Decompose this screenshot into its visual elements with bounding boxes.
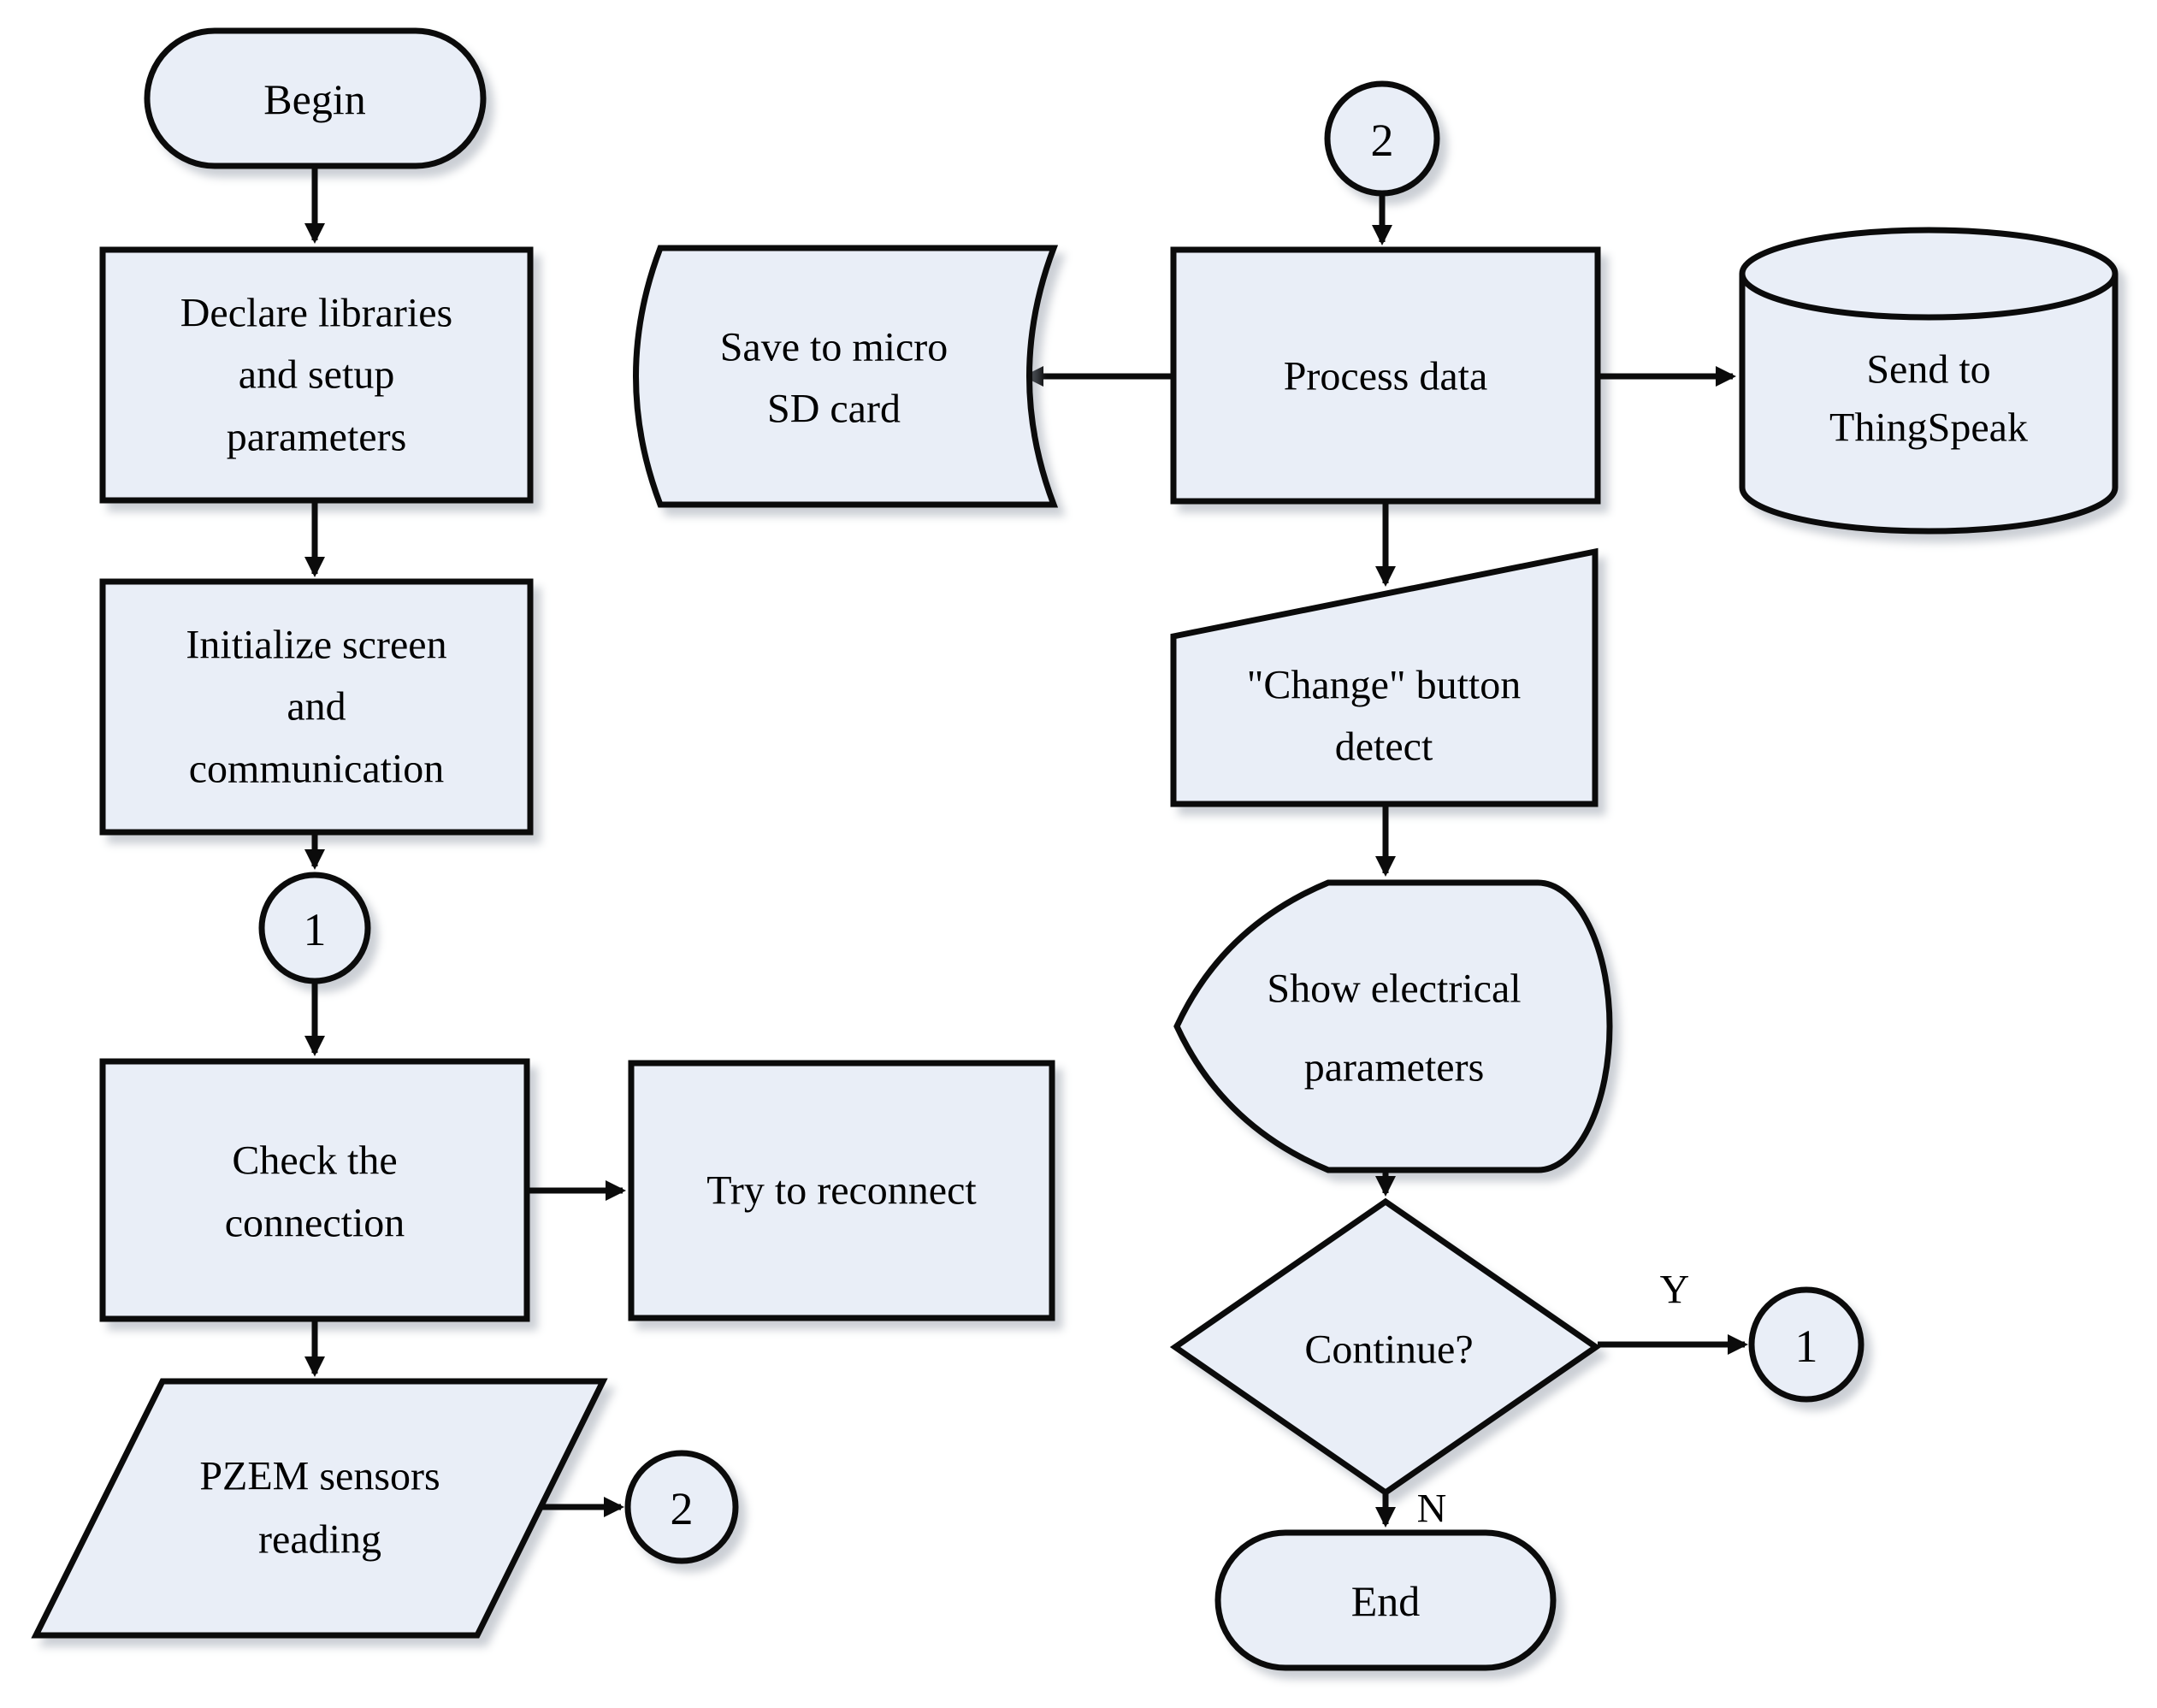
- node-show-parameters: [1173, 879, 1613, 1173]
- reconnect-line-1: Try to reconnect: [706, 1168, 977, 1214]
- connector-1-left-label: 1: [304, 904, 327, 955]
- save-sd-line-2: SD card: [767, 387, 901, 432]
- show-params-line-2: parameters: [1304, 1045, 1485, 1090]
- connector-1-right-label: 1: [1795, 1321, 1818, 1372]
- connector-2-top: [1324, 80, 1440, 197]
- thingspeak-line-1: Send to: [1866, 347, 1990, 393]
- node-declare-libraries: [99, 246, 534, 504]
- continue-label: Continue?: [1304, 1327, 1473, 1373]
- check-line-1: Check the: [232, 1138, 397, 1184]
- end-label: End: [1351, 1577, 1421, 1625]
- change-line-2: detect: [1335, 724, 1433, 770]
- initialize-line-2: and: [287, 684, 346, 730]
- node-try-reconnect: [628, 1060, 1055, 1321]
- node-initialize-screen: [99, 578, 534, 836]
- node-pzem-reading: [31, 1378, 608, 1639]
- declare-line-3: parameters: [227, 415, 407, 460]
- connector-2-top-label: 2: [1371, 115, 1394, 166]
- save-sd-line-1: Save to micro: [720, 325, 948, 370]
- connector-1-right: [1748, 1286, 1864, 1403]
- connector-2-left: [624, 1450, 739, 1564]
- node-save-sd-card: [633, 245, 1059, 508]
- show-params-line-1: Show electrical: [1267, 966, 1521, 1012]
- node-begin: [144, 27, 487, 169]
- node-check-connection: [99, 1058, 530, 1322]
- check-line-2: connection: [225, 1201, 405, 1246]
- declare-line-1: Declare libraries: [180, 291, 452, 336]
- branch-label-yes: Y: [1660, 1268, 1690, 1313]
- thingspeak-cylinder-rim: [1739, 273, 2119, 321]
- node-send-thingspeak: [1739, 227, 2119, 535]
- node-end: [1214, 1529, 1557, 1671]
- initialize-line-1: Initialize screen: [186, 623, 446, 668]
- declare-line-2: and setup: [239, 352, 395, 398]
- node-continue-decision: [1169, 1197, 1602, 1497]
- pzem-line-2: reading: [258, 1517, 381, 1563]
- initialize-line-3: communication: [189, 747, 445, 792]
- begin-label: Begin: [263, 75, 365, 123]
- thingspeak-line-2: ThingSpeak: [1829, 405, 2028, 451]
- connector-2-left-label: 2: [671, 1483, 694, 1534]
- pzem-line-1: PZEM sensors: [199, 1454, 440, 1499]
- change-line-1: "Change" button: [1247, 663, 1521, 708]
- node-change-button-detect: [1170, 547, 1599, 807]
- process-data-line-1: Process data: [1284, 354, 1488, 399]
- branch-label-no: N: [1417, 1486, 1447, 1532]
- connector-1-left: [258, 872, 371, 984]
